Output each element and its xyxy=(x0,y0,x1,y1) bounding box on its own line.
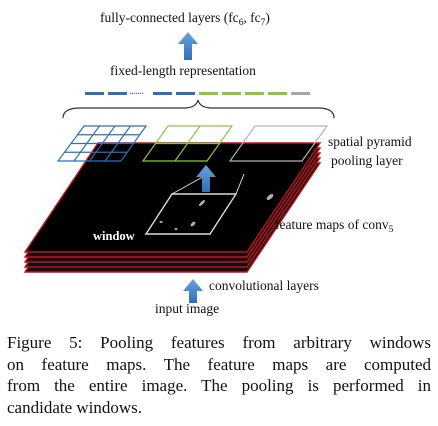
feature-maps-label: feature maps of conv5 xyxy=(275,217,394,235)
spp-label-line2: pooling layer xyxy=(331,153,403,168)
input-image-label: input image xyxy=(155,301,220,316)
vector-segment-blue-1 xyxy=(85,92,104,95)
vector-segment-gray xyxy=(291,92,310,95)
vector-segment-blue-2 xyxy=(108,92,127,95)
window-label: window xyxy=(93,229,135,243)
vector-segment-blue-3 xyxy=(153,92,172,95)
figure-graphic xyxy=(23,32,335,303)
vector-segment-green-4 xyxy=(268,92,287,95)
arrow-to-fc xyxy=(178,32,198,60)
pyramid-grid-1x1 xyxy=(228,125,329,162)
curly-brace xyxy=(62,99,335,119)
vector-segment-green-3 xyxy=(245,92,264,95)
vector-segment-green-2 xyxy=(222,92,241,95)
pyramid-grid-4x4 xyxy=(56,125,148,162)
caption-line-3: from the entire image. The pooling is pe… xyxy=(7,376,431,395)
fixed-length-vector xyxy=(85,92,310,95)
vector-segment-green-1 xyxy=(199,92,218,95)
pyramid-grid-2x2 xyxy=(141,125,234,162)
fc-layers-label: fully-connected layers (fc6, fc7) xyxy=(100,10,270,28)
figure-caption: Figure 5: Pooling features from arbitrar… xyxy=(7,332,431,418)
vector-ellipsis: ....... xyxy=(129,83,144,97)
spp-label-line1: spatial pyramid xyxy=(328,134,412,149)
convolutional-layers-label: convolutional layers xyxy=(209,278,319,293)
arrow-to-pooling xyxy=(196,165,216,192)
vector-segment-blue-4 xyxy=(176,92,195,95)
feature-map-stack xyxy=(23,142,322,273)
arrow-from-input xyxy=(183,279,203,303)
fixed-length-representation-label: fixed-length representation xyxy=(110,63,256,78)
figure-diagram: fully-connected layers (fc6, fc7) fixed-… xyxy=(23,10,412,316)
caption-line-2: on feature maps. The feature maps are co… xyxy=(7,354,431,374)
caption-line-1: Figure 5: Pooling features from arbitrar… xyxy=(7,333,431,352)
caption-line-4: candidate windows. xyxy=(7,397,143,417)
